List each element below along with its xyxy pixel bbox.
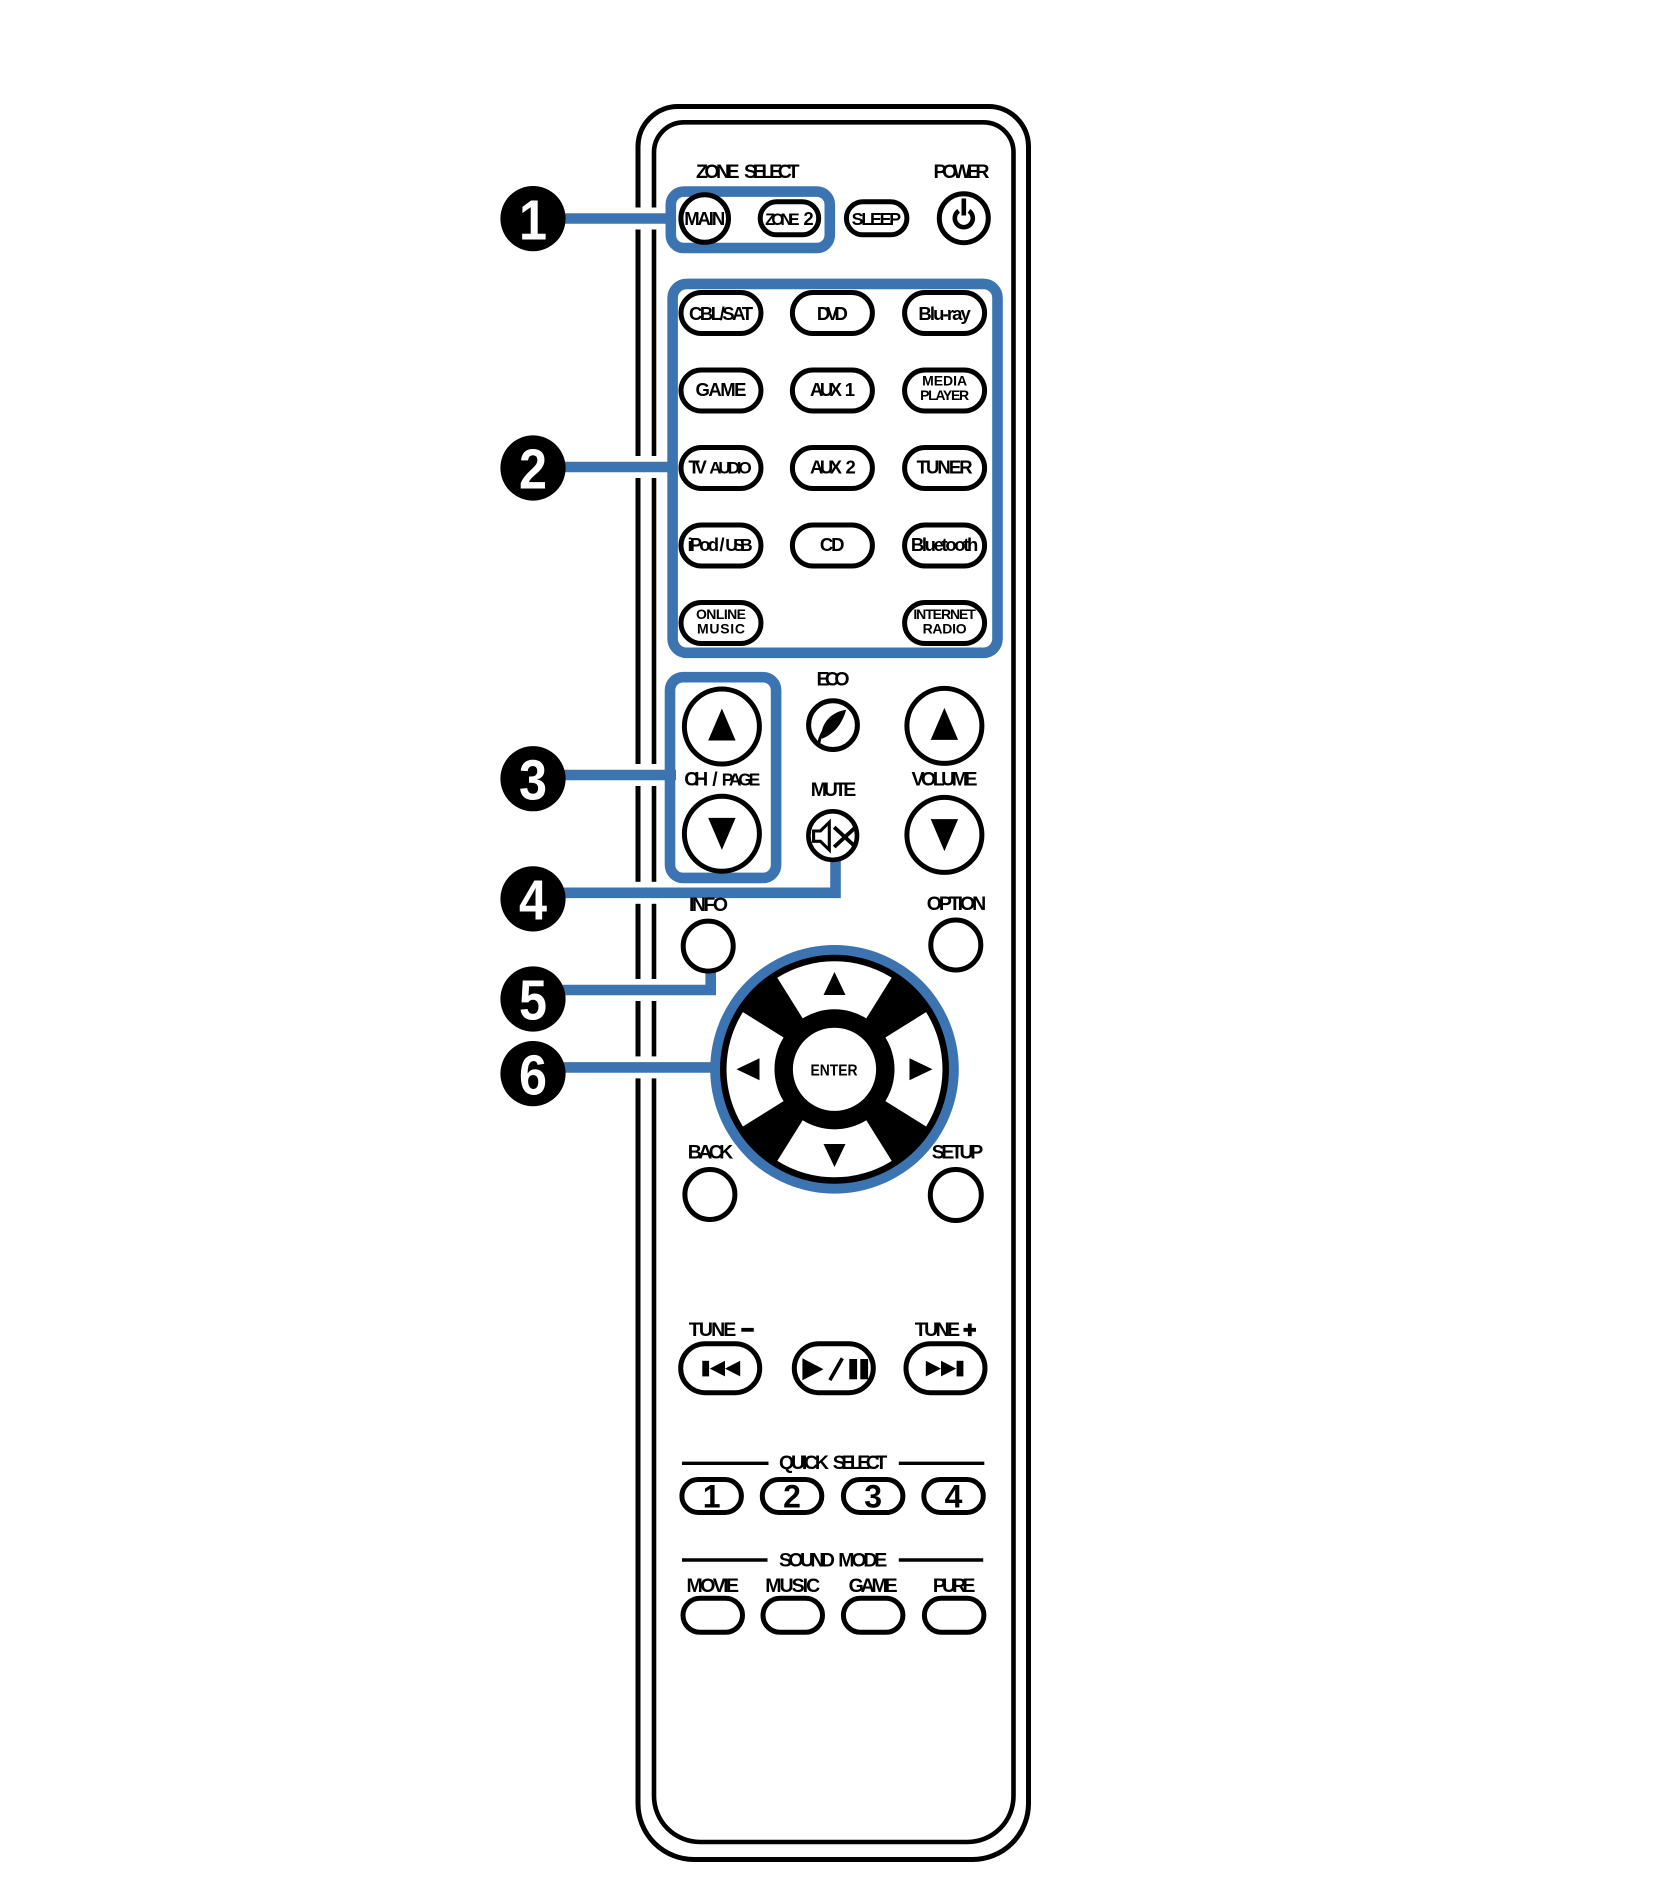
svg-text:POWER: POWER bbox=[934, 161, 990, 183]
svg-text:1: 1 bbox=[845, 379, 855, 400]
svg-text:TUNER: TUNER bbox=[917, 456, 973, 477]
svg-text:AUDIO: AUDIO bbox=[709, 458, 752, 477]
svg-text:MODE: MODE bbox=[838, 1549, 887, 1571]
svg-text:TV: TV bbox=[688, 456, 707, 477]
svg-text:1: 1 bbox=[519, 188, 547, 252]
svg-text:/: / bbox=[712, 768, 718, 790]
svg-text:OPTION: OPTION bbox=[927, 893, 987, 915]
svg-text:QUICK: QUICK bbox=[779, 1452, 829, 1474]
svg-text:MUSIC: MUSIC bbox=[765, 1575, 820, 1597]
svg-text:SELECT: SELECT bbox=[833, 1452, 888, 1474]
svg-text:/: / bbox=[719, 534, 724, 555]
svg-text:ECO: ECO bbox=[817, 669, 850, 691]
svg-text:PLAYER: PLAYER bbox=[920, 387, 969, 403]
svg-text:3: 3 bbox=[519, 748, 547, 812]
svg-text:PURE: PURE bbox=[933, 1575, 976, 1597]
svg-text:2: 2 bbox=[846, 456, 856, 477]
svg-text:2: 2 bbox=[803, 208, 813, 229]
svg-text:INFO: INFO bbox=[689, 894, 728, 916]
svg-text:5: 5 bbox=[519, 969, 547, 1033]
svg-text:iPod: iPod bbox=[688, 534, 720, 555]
svg-text:AUX: AUX bbox=[810, 379, 843, 400]
svg-text:4: 4 bbox=[519, 869, 547, 933]
svg-text:TUNE: TUNE bbox=[689, 1319, 737, 1341]
svg-text:MUSIC: MUSIC bbox=[697, 621, 745, 637]
svg-text:MEDIA: MEDIA bbox=[922, 373, 967, 389]
svg-text:2: 2 bbox=[783, 1479, 801, 1515]
svg-text:USB: USB bbox=[725, 535, 753, 555]
svg-text:C: C bbox=[820, 534, 833, 555]
svg-text:ONLINE: ONLINE bbox=[696, 606, 746, 622]
svg-text:ENTER: ENTER bbox=[811, 1062, 858, 1079]
svg-text:VOLUME: VOLUME bbox=[912, 768, 978, 790]
svg-text:CH: CH bbox=[684, 768, 708, 790]
svg-text:3: 3 bbox=[864, 1479, 882, 1515]
svg-text:PAGE: PAGE bbox=[722, 769, 761, 789]
svg-text:DVD: DVD bbox=[817, 303, 848, 324]
svg-text:D: D bbox=[831, 534, 844, 555]
svg-text:MOVIE: MOVIE bbox=[687, 1575, 740, 1597]
svg-text:1: 1 bbox=[703, 1479, 721, 1515]
svg-text:BACK: BACK bbox=[688, 1142, 734, 1164]
svg-text:MAIN: MAIN bbox=[684, 208, 725, 229]
svg-text:Blu-ray: Blu-ray bbox=[918, 303, 971, 324]
svg-text:GAME: GAME bbox=[696, 379, 747, 400]
svg-text:TUNE: TUNE bbox=[915, 1319, 961, 1341]
svg-text:ZONE: ZONE bbox=[765, 211, 800, 229]
svg-text:GAME: GAME bbox=[849, 1575, 898, 1597]
svg-text:AUX: AUX bbox=[810, 456, 843, 477]
svg-text:SETUP: SETUP bbox=[932, 1142, 984, 1164]
svg-text:MUTE: MUTE bbox=[811, 779, 857, 801]
svg-text:6: 6 bbox=[519, 1043, 547, 1107]
svg-text:INTERNET: INTERNET bbox=[913, 606, 976, 622]
svg-text:RADIO: RADIO bbox=[923, 621, 967, 637]
svg-text:SLEEP: SLEEP bbox=[852, 209, 902, 229]
svg-text:CBL/SAT: CBL/SAT bbox=[689, 303, 754, 324]
svg-text:2: 2 bbox=[519, 438, 547, 502]
svg-text:ZONE: ZONE bbox=[696, 161, 740, 183]
svg-text:4: 4 bbox=[945, 1479, 963, 1515]
svg-text:SELECT: SELECT bbox=[744, 161, 800, 183]
svg-text:Bluetooth: Bluetooth bbox=[911, 534, 979, 555]
svg-text:SOUND: SOUND bbox=[779, 1549, 835, 1571]
